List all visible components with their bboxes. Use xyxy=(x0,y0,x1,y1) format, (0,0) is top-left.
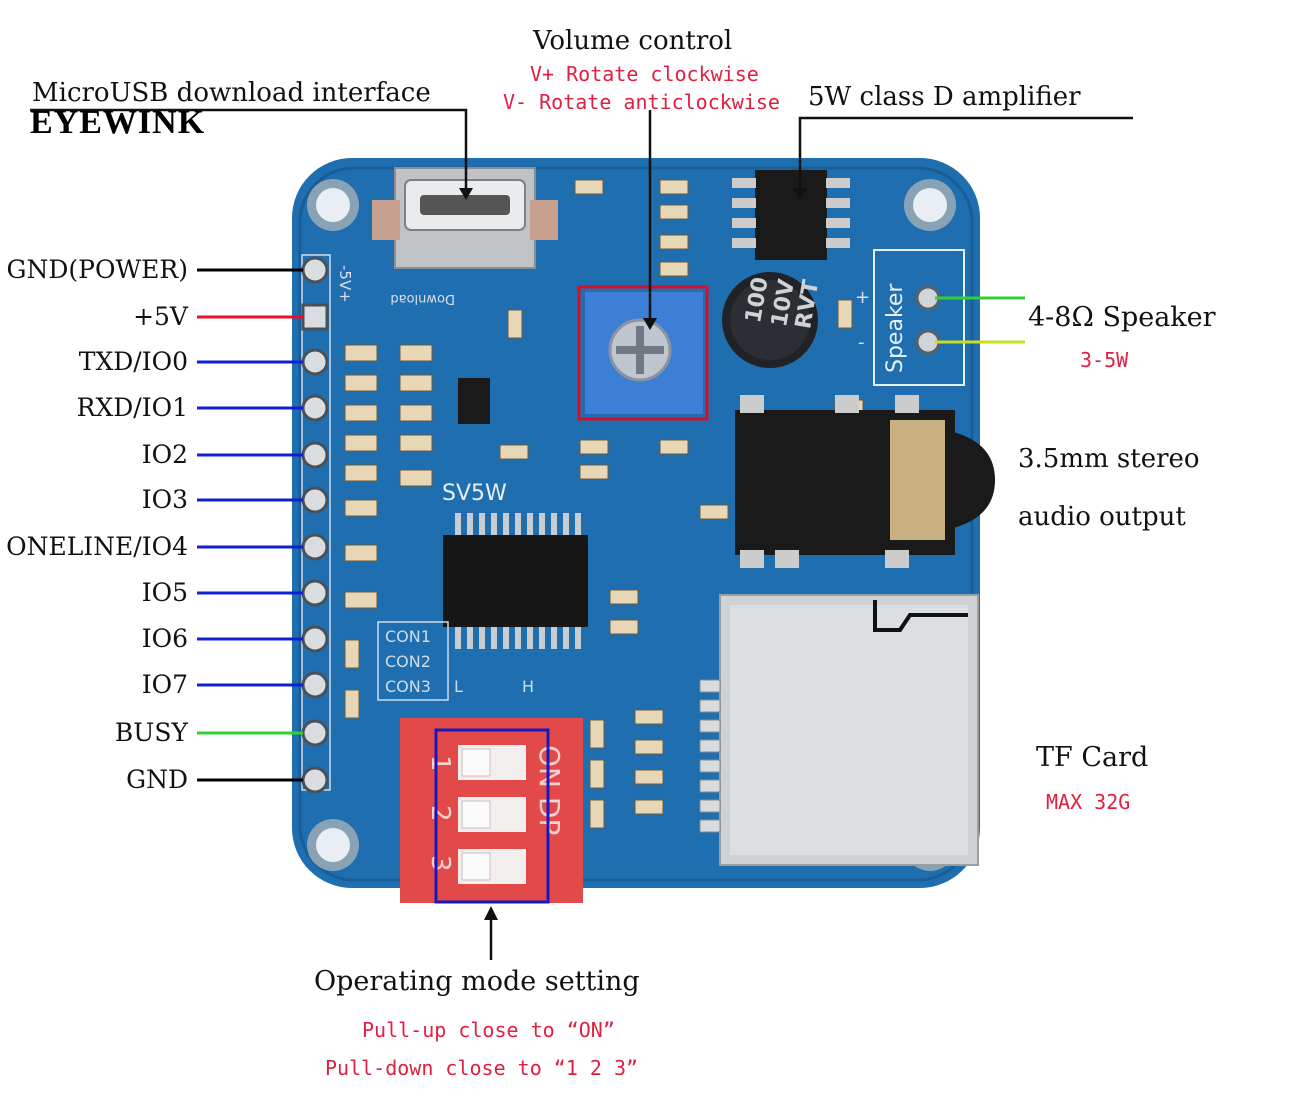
h-silk: H xyxy=(522,677,534,696)
volume-line1: V+ Rotate clockwise xyxy=(530,62,759,86)
tf-title: TF Card xyxy=(1036,742,1149,773)
audio-label-2: audio output xyxy=(1018,502,1186,532)
volume-callout-box xyxy=(577,285,709,421)
pin-label-oneline-io4: ONELINE/IO4 xyxy=(6,532,188,561)
mode-title: Operating mode setting xyxy=(314,966,640,997)
usb-silk: Download xyxy=(390,291,455,306)
usb-leader xyxy=(30,108,468,192)
brand-logo: EYEWINK xyxy=(30,104,206,141)
pin-label-busy: BUSY xyxy=(114,718,188,747)
mode-arrowhead xyxy=(484,906,498,920)
volume-arrowhead xyxy=(643,318,657,330)
con-silk-box xyxy=(377,621,449,701)
pin-label-io6: IO6 xyxy=(141,624,188,653)
con1-silk: CON1 xyxy=(385,627,431,646)
mode-callout-box xyxy=(434,728,550,904)
speaker-power: 3-5W xyxy=(1080,348,1129,372)
volume-line2: V- Rotate anticlockwise xyxy=(503,90,780,114)
audio-label-1: 3.5mm stereo xyxy=(1018,444,1200,474)
volume-title: Volume control xyxy=(533,26,733,56)
minus-silk: - xyxy=(858,332,865,353)
pin-label-rxd-io1: RXD/IO1 xyxy=(76,393,188,422)
dip-label-2: 2 xyxy=(425,805,455,822)
speaker-silk: Speaker xyxy=(883,283,908,373)
main-chip xyxy=(443,513,588,649)
chip-silk: SV5W xyxy=(442,481,507,506)
amplifier-chip xyxy=(732,170,850,260)
amp-arrowhead xyxy=(793,188,807,200)
tf-card-slot xyxy=(699,594,979,866)
pin-label-io7: IO7 xyxy=(141,670,188,699)
potentiometer xyxy=(585,292,703,414)
power-silk: -5V+ xyxy=(336,265,354,303)
callout-arrowheads xyxy=(459,188,807,920)
amp-leader xyxy=(798,116,1133,192)
mode-line1: Pull-up close to “ON” xyxy=(362,1018,615,1042)
speaker-label: 4-8Ω Speaker xyxy=(1028,302,1216,333)
con2-silk: CON2 xyxy=(385,652,431,671)
mode-line2: Pull-down close to “1 2 3” xyxy=(325,1056,639,1080)
pin-label-io3: IO3 xyxy=(141,485,188,514)
speaker-connector: Speaker xyxy=(873,249,965,386)
amp-label: 5W class D amplifier xyxy=(808,82,1081,112)
plus-silk: + xyxy=(855,287,870,308)
callout-leaders xyxy=(30,108,1133,960)
dip-switch: 1 2 3 ON DP xyxy=(400,718,583,903)
con3-silk: CON3 xyxy=(385,677,431,696)
l-silk: L xyxy=(454,677,463,696)
dip-label-3: 3 xyxy=(425,855,455,872)
audio-jack xyxy=(735,395,995,568)
pin-label-io5: IO5 xyxy=(141,578,188,607)
pin-label-txd-io0: TXD/IO0 xyxy=(78,347,188,376)
usb-label: MicroUSB download interface xyxy=(32,78,431,108)
pin-label-gnd: GND xyxy=(126,765,188,794)
transistor xyxy=(458,378,490,424)
tf-max: MAX 32G xyxy=(1046,790,1131,814)
electrolytic-capacitor: 100 10V RVT xyxy=(722,272,824,368)
usb-arrowhead xyxy=(459,188,473,200)
dip-label-1: 1 xyxy=(425,755,455,772)
smd-components xyxy=(344,179,864,829)
pin-label-gnd-power: GND(POWER) xyxy=(6,255,188,284)
pin-leader-lines xyxy=(197,268,303,782)
pin-label-5v: +5V xyxy=(133,302,188,331)
pin-label-io2: IO2 xyxy=(141,440,188,469)
pcb-inner-shade xyxy=(298,166,974,882)
